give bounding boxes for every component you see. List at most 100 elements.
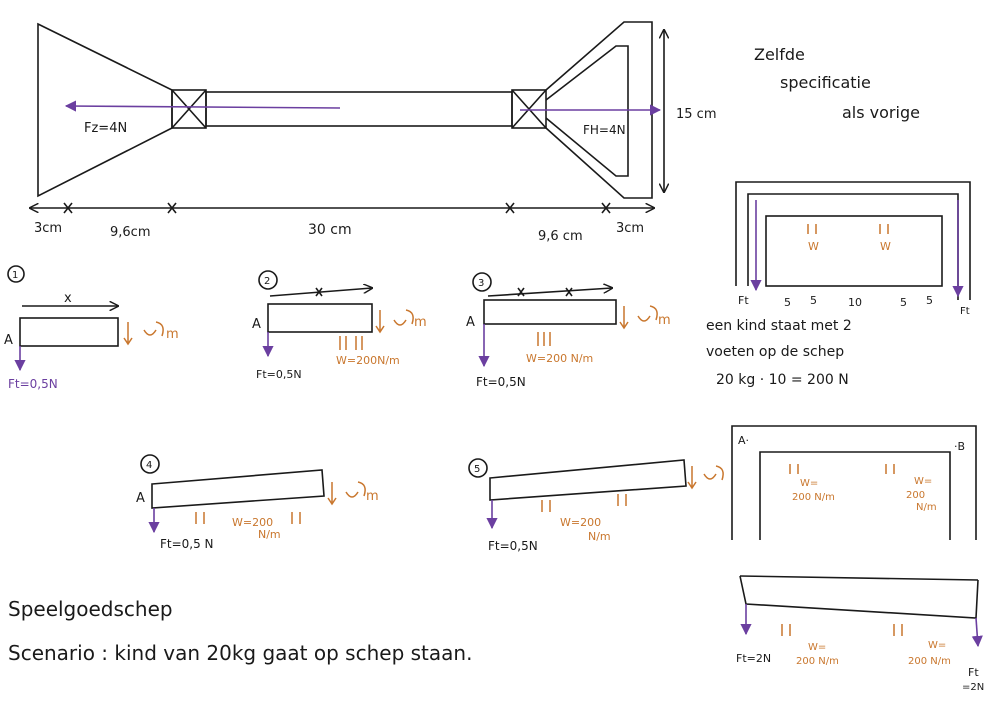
diagram-3: 3 A Ft=0,5N W=200 N/m m: [466, 272, 671, 389]
frame-1-caption3: 20 kg · 10 = 200 N: [716, 372, 849, 388]
diagram-2-load-icon: [339, 336, 363, 350]
right-joint-cross: [511, 89, 547, 129]
diagram-5-moment-icon: [687, 465, 724, 490]
diagram-5-w2: N/m: [588, 530, 611, 543]
diagram-1-beam: [19, 317, 119, 347]
frame-1-outer: [735, 181, 971, 300]
frame-3-ft-right-arrow: [971, 617, 983, 648]
diagram-3-a: A: [466, 315, 475, 330]
diagram-4: 4 A Ft=0,5 N W=200 N/m m: [136, 454, 379, 551]
diagram-4-w1: W=200: [232, 516, 273, 529]
diagram-5-w1: W=200: [560, 516, 601, 529]
frame-3-w1b: 200 N/m: [796, 656, 839, 667]
diagram-5-beam: [489, 459, 687, 501]
frame-1-dim-c: 10: [848, 296, 862, 309]
dimension-ticks: [63, 202, 611, 214]
frame-3: Ft=2N W= 200 N/m W= 200 N/m Ft =2N: [736, 575, 984, 693]
diagram-4-beam: [151, 469, 325, 509]
footer-title: Speelgoedschep: [8, 597, 173, 621]
dim-9-6cm-right: 9,6 cm: [538, 229, 583, 244]
fz-arrow: [64, 100, 341, 112]
footer: Speelgoedschep Scenario : kind van 20kg …: [8, 597, 472, 665]
height-label: 15 cm: [676, 107, 717, 122]
diagram-2-arrow: [269, 288, 372, 297]
dim-3cm-left: 3cm: [34, 221, 62, 236]
diagram-4-ft: Ft=0,5 N: [160, 537, 214, 551]
svg-text:m: m: [366, 489, 379, 504]
diagram-1-moment-icon: [123, 321, 164, 346]
diagram-3-ft: Ft=0,5N: [476, 375, 526, 389]
frame-1-w2: W: [880, 240, 891, 253]
diagram-1-number: 1: [12, 270, 18, 281]
svg-text:m: m: [166, 327, 179, 342]
diagram-4-a: A: [136, 491, 145, 506]
right-frame-inner: [545, 45, 629, 177]
frame-2-b: ·B: [954, 440, 965, 453]
right-joint: [511, 89, 547, 129]
dim-30cm: 30 cm: [308, 222, 352, 238]
svg-text:m: m: [658, 313, 671, 328]
frame-3-w2b: 200 N/m: [908, 656, 951, 667]
footer-scenario: Scenario : kind van 20kg gaat op schep s…: [8, 641, 472, 665]
frame-2-w1a: W=: [800, 478, 818, 489]
diagram-5-number: 5: [474, 464, 480, 475]
frame-1-dim-e: 5: [926, 294, 933, 307]
frame-3-load-icon: [781, 624, 903, 636]
frame-3-ft-left: Ft=2N: [736, 652, 771, 665]
svg-text:m: m: [414, 315, 427, 330]
note-line2: specificatie: [780, 73, 871, 92]
frame-2-w2c: N/m: [916, 502, 937, 513]
diagram-5-load-icon: [541, 494, 627, 512]
frame-3-body: [739, 575, 979, 619]
frame-3-ft-right-1: Ft: [968, 666, 979, 679]
diagram-3-beam: [483, 299, 617, 325]
frame-1-ft-right: Ft: [960, 306, 970, 317]
frame-1-ft-left: Ft: [738, 294, 749, 307]
frame-2-a: A·: [738, 434, 749, 447]
dim-9-6cm-left: 9,6cm: [110, 225, 151, 240]
frame-1-caption2: voeten op de schep: [706, 344, 844, 360]
frame-3-w2a: W=: [928, 640, 946, 651]
diagram-2-beam: [267, 303, 373, 333]
diagram-4-number: 4: [146, 460, 152, 471]
fh-label: FH=4N: [583, 123, 626, 137]
diagram-2-moment-icon: [375, 309, 414, 334]
note-line3: als vorige: [842, 103, 920, 122]
diagram-1-x: x: [64, 291, 72, 306]
dim-3cm-right: 3cm: [616, 221, 644, 236]
left-joint-cross: [171, 89, 207, 129]
frame-2-w1b: 200 N/m: [792, 492, 835, 503]
frame-1-dim-d: 5: [900, 296, 907, 309]
diagram-1-a: A: [4, 333, 13, 348]
diagram-2-ft: Ft=0,5N: [256, 368, 302, 381]
frame-1-w1: W: [808, 240, 819, 253]
handle-shaft: [205, 91, 513, 127]
frame-2-w2b: 200: [906, 490, 925, 501]
diagram-5: 5 Ft=0,5N W=200 N/m: [468, 458, 724, 553]
diagram-4-load-icon: [195, 512, 301, 524]
frame-2-inner: [759, 451, 951, 540]
frame-2: A· ·B W= 200 N/m W= 200 N/m: [731, 425, 977, 540]
frame-1-caption1: een kind staat met 2: [706, 318, 852, 334]
diagram-2-w: W=200N/m: [336, 354, 400, 367]
diagram-4-w2: N/m: [258, 528, 281, 541]
diagram-2: 2 A Ft=0,5N W=200N/m m: [252, 270, 427, 381]
diagram-2-number-circle: [258, 270, 278, 290]
diagram-2-a: A: [252, 317, 261, 332]
diagram-3-arrow: [487, 288, 612, 297]
diagram-3-number-circle: [472, 272, 492, 292]
diagram-1: 1 x A Ft=0,5N m: [4, 265, 179, 391]
frame-1: W W Ft Ft 5 5 10 5 5 een kind staat met …: [706, 181, 971, 388]
diagram-1-number-circle: [7, 265, 25, 283]
diagram-1-ft: Ft=0,5N: [8, 377, 58, 391]
frame-2-outer: [731, 425, 977, 540]
frame-3-top-edge: [739, 575, 979, 581]
fz-label: Fz=4N: [84, 121, 127, 136]
diagram-2-number: 2: [264, 276, 270, 287]
left-blade: [37, 22, 173, 198]
frame-1-mid: [747, 193, 959, 300]
frame-1-inner: [765, 215, 943, 287]
frame-2-w2a: W=: [914, 476, 932, 487]
diagram-4-moment-icon: [327, 481, 366, 506]
